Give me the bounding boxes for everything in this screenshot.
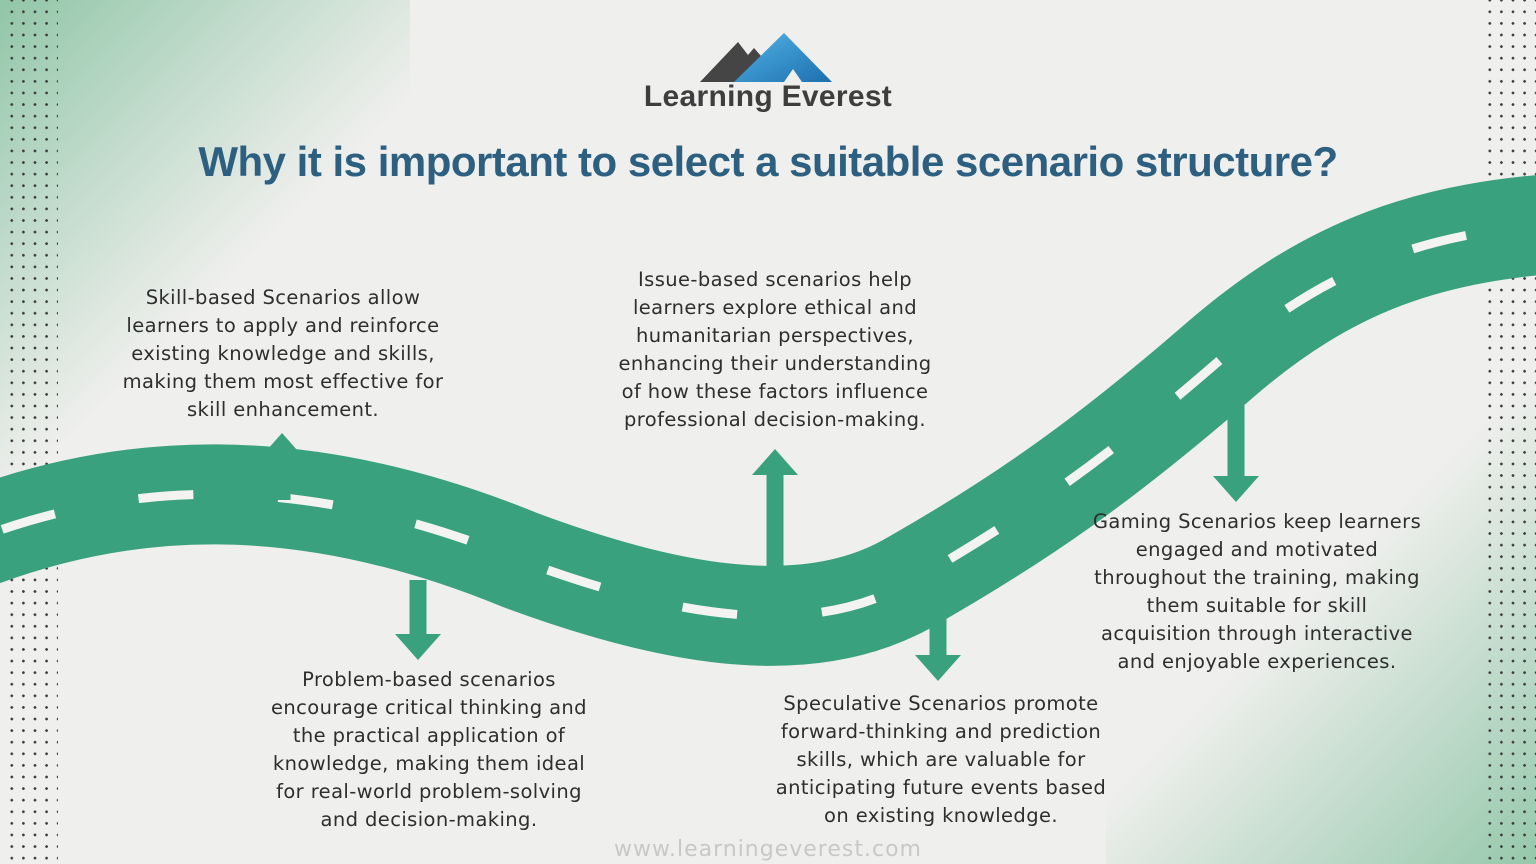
mountain-logo-icon [700, 33, 832, 82]
scenario-text-gaming: Gaming Scenarios keep learners engaged a… [1092, 510, 1422, 673]
footer-url: www.learningeverest.com [614, 837, 922, 862]
page-title: Why it is important to select a suitable… [198, 138, 1338, 185]
arrow-up-issue-based-icon [752, 449, 798, 580]
logo: Learning Everest [0, 32, 1536, 114]
scenario-text-problem-based: Problem-based scenarios encourage critic… [271, 668, 587, 831]
arrow-down-problem-based-icon [395, 580, 441, 660]
scenario-text-skill-based: Skill-based Scenarios allow learners to … [122, 286, 444, 421]
logo-text: Learning Everest [643, 80, 893, 113]
road-centerline-dashes [0, 220, 1536, 621]
scenario-text-issue-based: Issue-based scenarios help learners expl… [618, 268, 932, 431]
arrow-down-speculative-icon [915, 575, 961, 681]
scenario-text-speculative: Speculative Scenarios promote forward-th… [775, 692, 1107, 827]
